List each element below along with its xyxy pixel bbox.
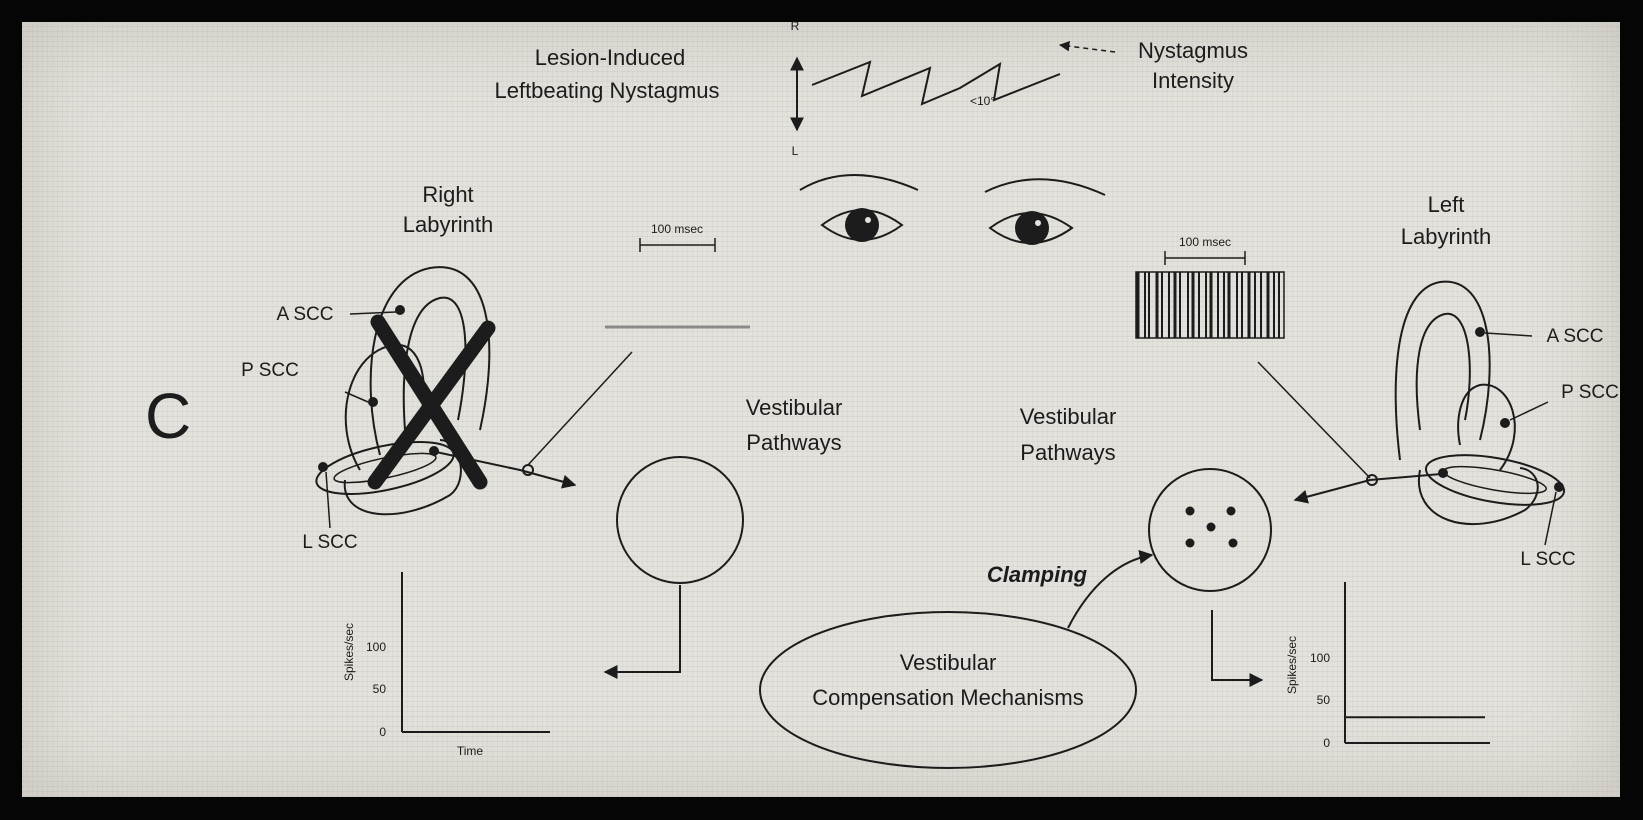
left-anterior-canal <box>1396 282 1490 460</box>
left-eye <box>985 179 1105 245</box>
right-recording-site <box>523 465 533 475</box>
right-vestibular-nucleus <box>617 457 743 583</box>
nucleus-activity-dots <box>1186 507 1238 548</box>
left-p-scc-leader <box>1510 402 1548 420</box>
right-recording-pointer <box>528 352 632 465</box>
nystagmus-sawtooth-trace <box>812 62 1060 104</box>
right-a-scc-leader <box>350 312 396 314</box>
compensation-label-line1: Vestibular <box>900 650 997 675</box>
right-p-scc-dot <box>368 397 378 407</box>
right-eyebrow <box>800 175 918 190</box>
left-eyebrow <box>985 179 1105 195</box>
right-pathways-label-line1: Vestibular <box>746 395 843 420</box>
compensation-label-line2: Compensation Mechanisms <box>812 685 1083 710</box>
slow-phase-angle-label: <10° <box>970 94 995 108</box>
left-pupil <box>1015 211 1049 245</box>
left-anterior-canal-inner <box>1417 314 1470 430</box>
left-scale-bar: 100 msec <box>1165 235 1245 265</box>
right-output-arrow <box>605 585 680 672</box>
right-labyrinth-title-line2: Labyrinth <box>403 212 494 237</box>
clamping-label: Clamping <box>987 562 1088 587</box>
left-a-scc-label: A SCC <box>1546 326 1603 347</box>
eye-position-axis: R L <box>791 19 800 158</box>
left-l-scc-label: L SCC <box>1520 549 1575 570</box>
left-pathways-label-line1: Vestibular <box>1020 404 1117 429</box>
left-labyrinth-drawing <box>1396 282 1568 525</box>
right-rate-graph: Spikes/sec 100 50 0 Time <box>342 572 550 758</box>
left-labyrinth-title-line1: Left <box>1428 192 1465 217</box>
left-a-scc-dot <box>1475 327 1485 337</box>
right-l-scc-label: L SCC <box>302 532 357 553</box>
right-l-scc-dot <box>318 462 328 472</box>
right-graph-tick-50: 50 <box>373 682 387 696</box>
intensity-label-line2: Intensity <box>1152 68 1234 93</box>
nystagmus-title-line1: Lesion-Induced <box>535 45 685 70</box>
left-recording-pointer <box>1258 362 1370 478</box>
right-pathways-label-line2: Pathways <box>746 430 841 455</box>
right-nerve-dot <box>429 446 439 456</box>
left-output-arrow <box>1212 610 1262 680</box>
right-graph-tick-0: 0 <box>379 725 386 739</box>
left-graph-ylabel: Spikes/sec <box>1285 636 1299 694</box>
right-scale-bar: 100 msec <box>640 222 715 252</box>
left-graph-tick-100: 100 <box>1310 651 1330 665</box>
left-vestibule <box>1419 468 1538 524</box>
right-pupil <box>845 208 879 242</box>
right-p-scc-label: P SCC <box>241 360 299 381</box>
left-rate-graph: Spikes/sec 100 50 0 <box>1285 582 1490 750</box>
left-graph-tick-50: 50 <box>1317 693 1331 707</box>
left-pathways-label-line2: Pathways <box>1020 440 1115 465</box>
right-graph-xlabel: Time <box>457 744 484 758</box>
right-pupil-highlight <box>865 217 871 223</box>
left-nerve-dot <box>1438 468 1448 478</box>
left-pupil-highlight <box>1035 220 1041 226</box>
left-a-scc-leader <box>1485 333 1532 336</box>
left-graph-tick-0: 0 <box>1323 736 1330 750</box>
panel-letter: C <box>145 380 191 452</box>
right-labyrinth-title-line1: Right <box>422 182 473 207</box>
left-p-scc-label: P SCC <box>1561 382 1619 403</box>
intensity-label-line1: Nystagmus <box>1138 38 1248 63</box>
left-scale-bar-label: 100 msec <box>1179 235 1231 249</box>
left-lateral-canal <box>1422 446 1568 514</box>
right-nerve-arrow <box>436 452 575 485</box>
nystagmus-title-line2: Leftbeating Nystagmus <box>494 78 719 103</box>
right-labyrinth-drawing <box>312 267 489 514</box>
lesion-x-mark <box>375 322 488 482</box>
right-graph-ylabel: Spikes/sec <box>342 623 356 681</box>
right-l-scc-leader <box>326 472 330 528</box>
axis-left-label: L <box>792 144 799 158</box>
left-l-scc-dot <box>1554 482 1564 492</box>
left-spike-train <box>1136 272 1284 338</box>
right-eye <box>800 175 918 242</box>
left-p-scc-dot <box>1500 418 1510 428</box>
right-graph-tick-100: 100 <box>366 640 386 654</box>
nystagmus-title: Lesion-Induced Leftbeating Nystagmus <box>494 45 719 103</box>
left-labyrinth-title-line2: Labyrinth <box>1401 224 1492 249</box>
intensity-pointer <box>1060 45 1115 52</box>
left-l-scc-leader <box>1545 492 1556 545</box>
right-a-scc-label: A SCC <box>276 304 333 325</box>
axis-right-label: R <box>791 19 800 33</box>
right-a-scc-dot <box>395 305 405 315</box>
right-scale-bar-label: 100 msec <box>651 222 703 236</box>
